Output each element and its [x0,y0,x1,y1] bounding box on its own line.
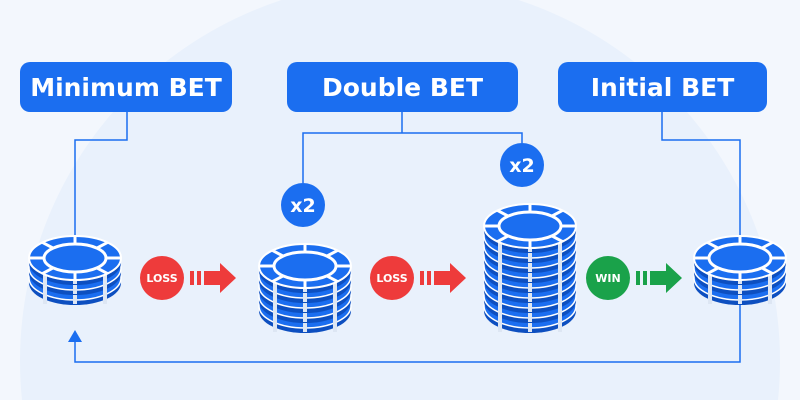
return-arrow-icon [68,330,82,342]
multiplier-badge [500,143,544,187]
background-circle [20,0,780,400]
minimum-bet-label: Minimum BET [20,62,232,112]
arrow-right-icon [636,263,682,293]
outcome-text: LOSS [376,272,407,285]
outcome-text: LOSS [146,272,177,285]
chip-stack [483,203,577,333]
chip-stack [258,243,352,333]
arrow-right-icon [420,263,466,293]
outcome-badge [140,256,184,300]
arrow-right-icon [190,263,236,293]
connector-lines [74,112,741,363]
multiplier-badge [281,183,325,227]
chip-stack [28,235,122,305]
multiplier-text: x2 [509,155,534,177]
outcome-badge [586,256,630,300]
outcome-text: WIN [595,272,620,285]
double-bet-label: Double BET [287,62,518,112]
initial-bet-label: Initial BET [558,62,767,112]
multiplier-text: x2 [290,195,315,217]
outcome-badge [370,256,414,300]
chip-stack [693,235,787,305]
